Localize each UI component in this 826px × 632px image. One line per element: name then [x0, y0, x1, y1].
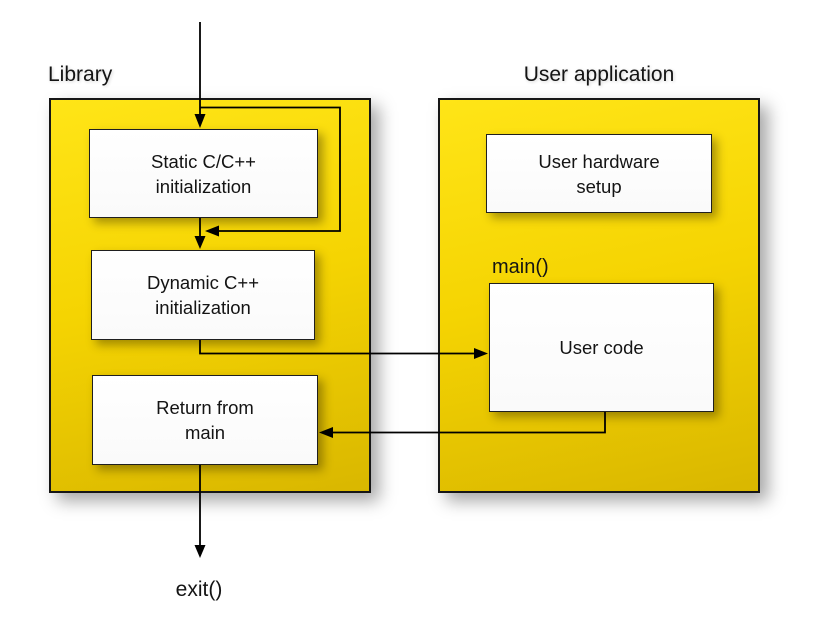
user-hardware-setup-node: User hardware setup: [486, 134, 712, 213]
return-main-label-line1: Return from: [156, 397, 254, 418]
hw-setup-label-line2: setup: [576, 175, 622, 197]
user-code-node: User code: [489, 283, 714, 412]
static-init-label-line1: Static C/C++: [151, 150, 256, 172]
main-function-label: main(): [492, 256, 549, 278]
exit-function-label: exit(): [175, 578, 223, 601]
user-application-panel-label: User application: [523, 63, 675, 86]
dynamic-init-label-line1: Dynamic C++: [146, 272, 260, 293]
dynamic-init-node: Dynamic C++ initialization: [91, 250, 315, 340]
static-init-node: Static C/C++ initialization: [89, 129, 318, 218]
static-init-label-line2: initialization: [155, 175, 252, 197]
user-code-label: User code: [559, 337, 644, 358]
dynamic-init-label-line2: initialization: [155, 297, 251, 318]
hw-setup-label-line1: User hardware: [538, 150, 660, 172]
return-from-main-node: Return from main: [92, 375, 318, 465]
return-main-label-line2: main: [184, 422, 226, 443]
library-panel-label: Library: [48, 63, 113, 86]
